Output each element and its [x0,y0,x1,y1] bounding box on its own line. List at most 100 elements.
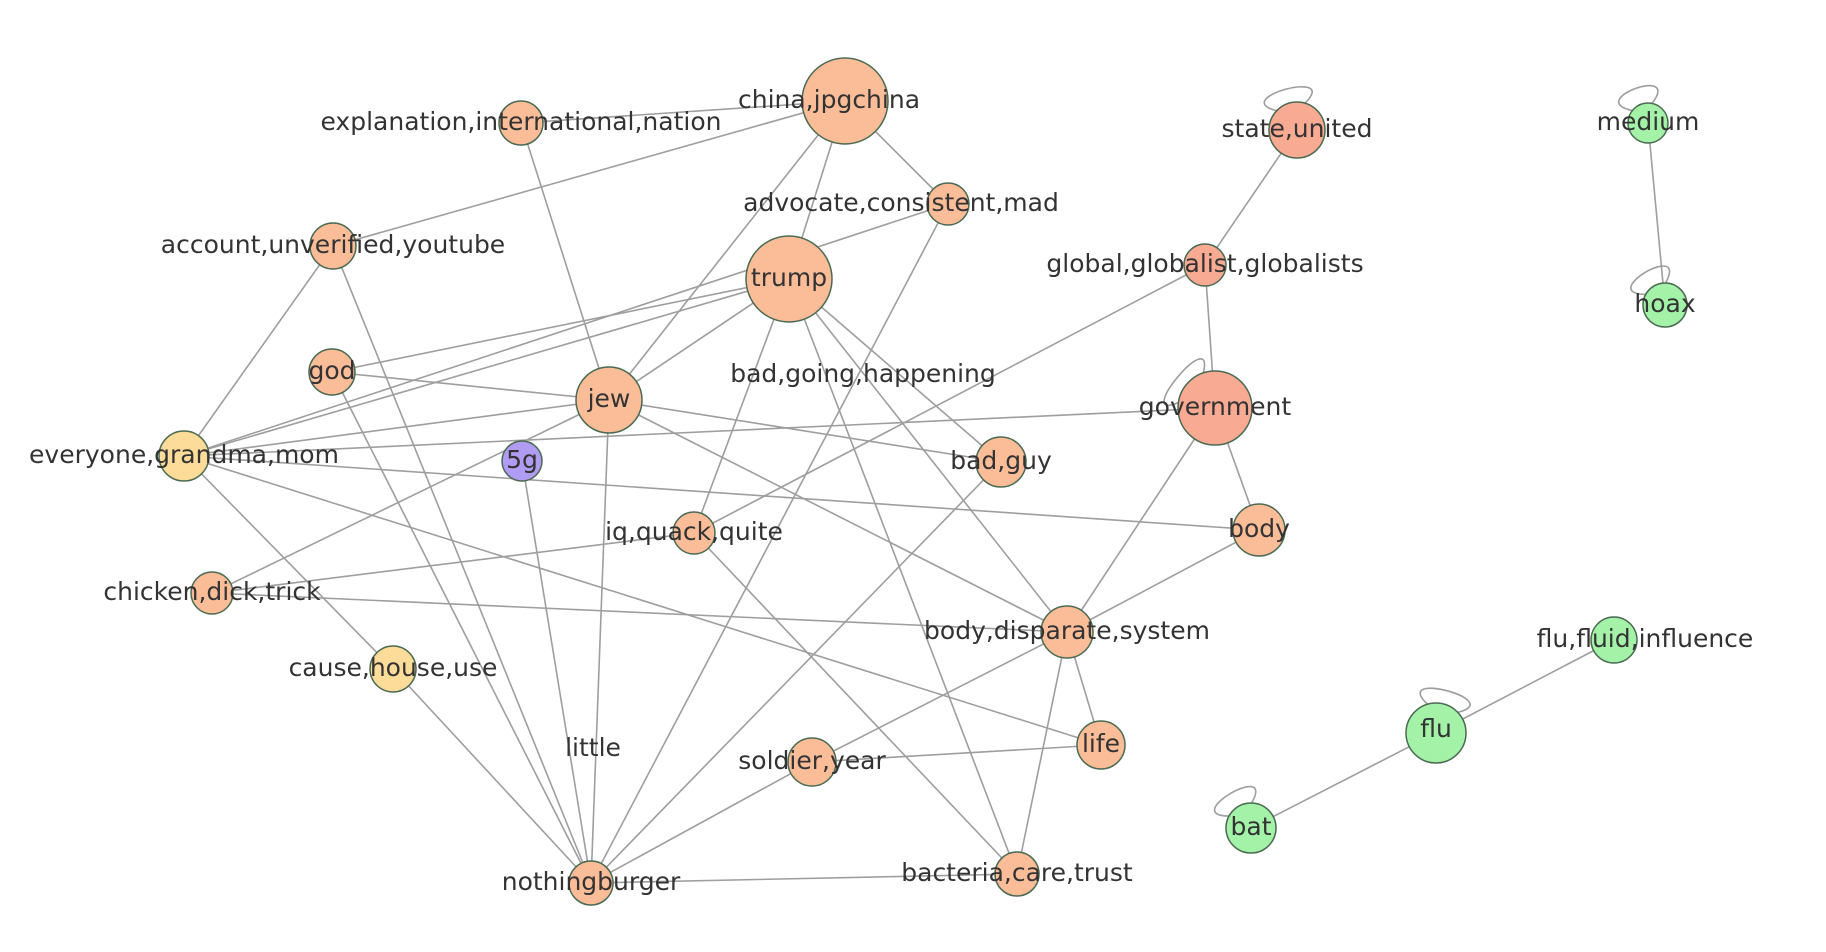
node-label-bodysys: body,disparate,system [924,616,1210,645]
edge-everyone-cause [183,455,394,670]
node-label-explanation: explanation,international,nation [320,107,721,136]
node-label-advocate: advocate,consistent,mad [743,188,1059,217]
edges-layer [183,100,1666,884]
node-label-medium: medium [1597,107,1700,136]
node-everyone[interactable] [158,430,210,482]
node-label-bat: bat [1231,812,1272,841]
node-government[interactable] [1177,370,1253,446]
self-loops-layer [1163,84,1671,817]
edge-jew-nothing [590,399,610,884]
node-label-everyone: everyone,grandma,mom [29,440,339,469]
node-label-god: god [308,356,355,385]
node-label-body: body [1228,514,1290,543]
edge-god-jew [331,371,610,401]
edge-bodysys-bacteria [1016,631,1068,875]
edge-body-bodysys [1066,529,1260,633]
node-label-little: little [565,733,621,762]
self-loop-state [1263,85,1313,112]
edge-iq-chicken [211,532,695,594]
node-account[interactable] [309,222,357,270]
node-label-badgoing: bad,going,happening [730,359,996,388]
self-loop-flu [1419,687,1471,714]
node-label-bacteria: bacteria,care,trust [901,858,1133,887]
node-label-nothing: nothingburger [502,867,681,896]
edge-bacteria-nothing [590,873,1018,884]
edge-badguy-nothing [590,461,1002,884]
node-label-iq: iq,quack,quite [605,517,783,546]
edge-flu-bat [1250,732,1437,829]
node-label-badguy: bad,guy [950,446,1052,475]
edge-iq-bacteria [693,532,1018,875]
node-explanation[interactable] [498,100,544,146]
node-iq[interactable] [672,511,716,555]
node-trump[interactable] [745,235,833,323]
node-cause[interactable] [369,645,417,693]
edge-trump-bodysys [788,278,1068,633]
node-label-chicken: chicken,dick,trick [103,577,321,606]
edge-trump-bacteria [788,278,1018,875]
node-advocate[interactable] [926,182,970,226]
node-label-fiveg: 5g [506,445,538,474]
node-label-soldier: soldier,year [738,746,886,775]
edge-soldier-nothing [590,761,813,884]
node-label-global: global,globalist,globalists [1046,249,1363,278]
node-fiveg[interactable] [501,440,543,482]
edge-explanation-jew [520,122,610,401]
node-chicken[interactable] [190,571,234,615]
node-medium[interactable] [1627,102,1669,144]
edge-fiveg-nothing [521,460,592,884]
node-soldier[interactable] [787,737,837,787]
edge-jew-everyone [183,399,610,457]
edge-advocate-everyone [183,203,949,457]
edge-everyone-life [183,455,1102,746]
edge-soldier-life [811,744,1102,763]
node-label-china: china,jpgchina [738,85,920,114]
node-label-state: state,united [1222,114,1373,143]
node-label-trump: trump [751,263,827,292]
edge-chicken-bodysys [211,592,1068,633]
node-nothing[interactable] [568,860,614,906]
node-label-life: life [1082,729,1120,758]
node-hoax[interactable] [1642,282,1688,328]
edge-account-everyone [183,245,334,457]
labels-layer: china,jpgchina explanation,international,… [29,85,1753,896]
node-bat[interactable] [1225,802,1277,854]
node-state[interactable] [1268,101,1326,159]
node-god[interactable] [308,348,356,396]
node-body[interactable] [1232,503,1286,557]
self-loop-bat [1213,785,1257,817]
node-global[interactable] [1183,243,1227,287]
edge-trump-everyone [183,278,790,457]
node-bodysys[interactable] [1040,605,1094,659]
edge-account-nothing [332,245,592,884]
edge-everyone-body [183,455,1260,531]
edge-trump-god [331,278,790,373]
node-label-jew: jew [587,384,631,413]
node-label-account: account,unverified,youtube [161,230,505,259]
node-label-hoax: hoax [1634,289,1695,318]
edge-jew-badguy [608,399,1002,463]
node-life[interactable] [1076,720,1126,770]
node-label-flu: flu [1420,714,1452,743]
node-label-flufluid: flu,fluid,influence [1537,624,1754,653]
edge-china-explanation [520,100,846,124]
self-loop-hoax [1630,265,1671,296]
node-badguy[interactable] [975,436,1027,488]
edge-china-jew [608,100,846,401]
edge-medium-hoax [1647,122,1666,306]
edge-cause-nothing [392,668,592,884]
node-china[interactable] [801,57,889,145]
node-flufluid[interactable] [1590,616,1638,664]
node-bacteria[interactable] [994,851,1040,897]
node-label-cause: cause,house,use [289,653,498,682]
edge-china-account [332,100,846,247]
edge-government-bodysys [1066,407,1216,633]
edge-jew-bodysys [608,399,1068,633]
node-jew[interactable] [575,366,643,434]
self-loop-medium [1617,84,1659,112]
edge-god-nothing [331,371,592,884]
node-flu[interactable] [1405,702,1467,764]
nodes-layer [158,57,1688,906]
edge-trump-badguy [788,278,1002,463]
